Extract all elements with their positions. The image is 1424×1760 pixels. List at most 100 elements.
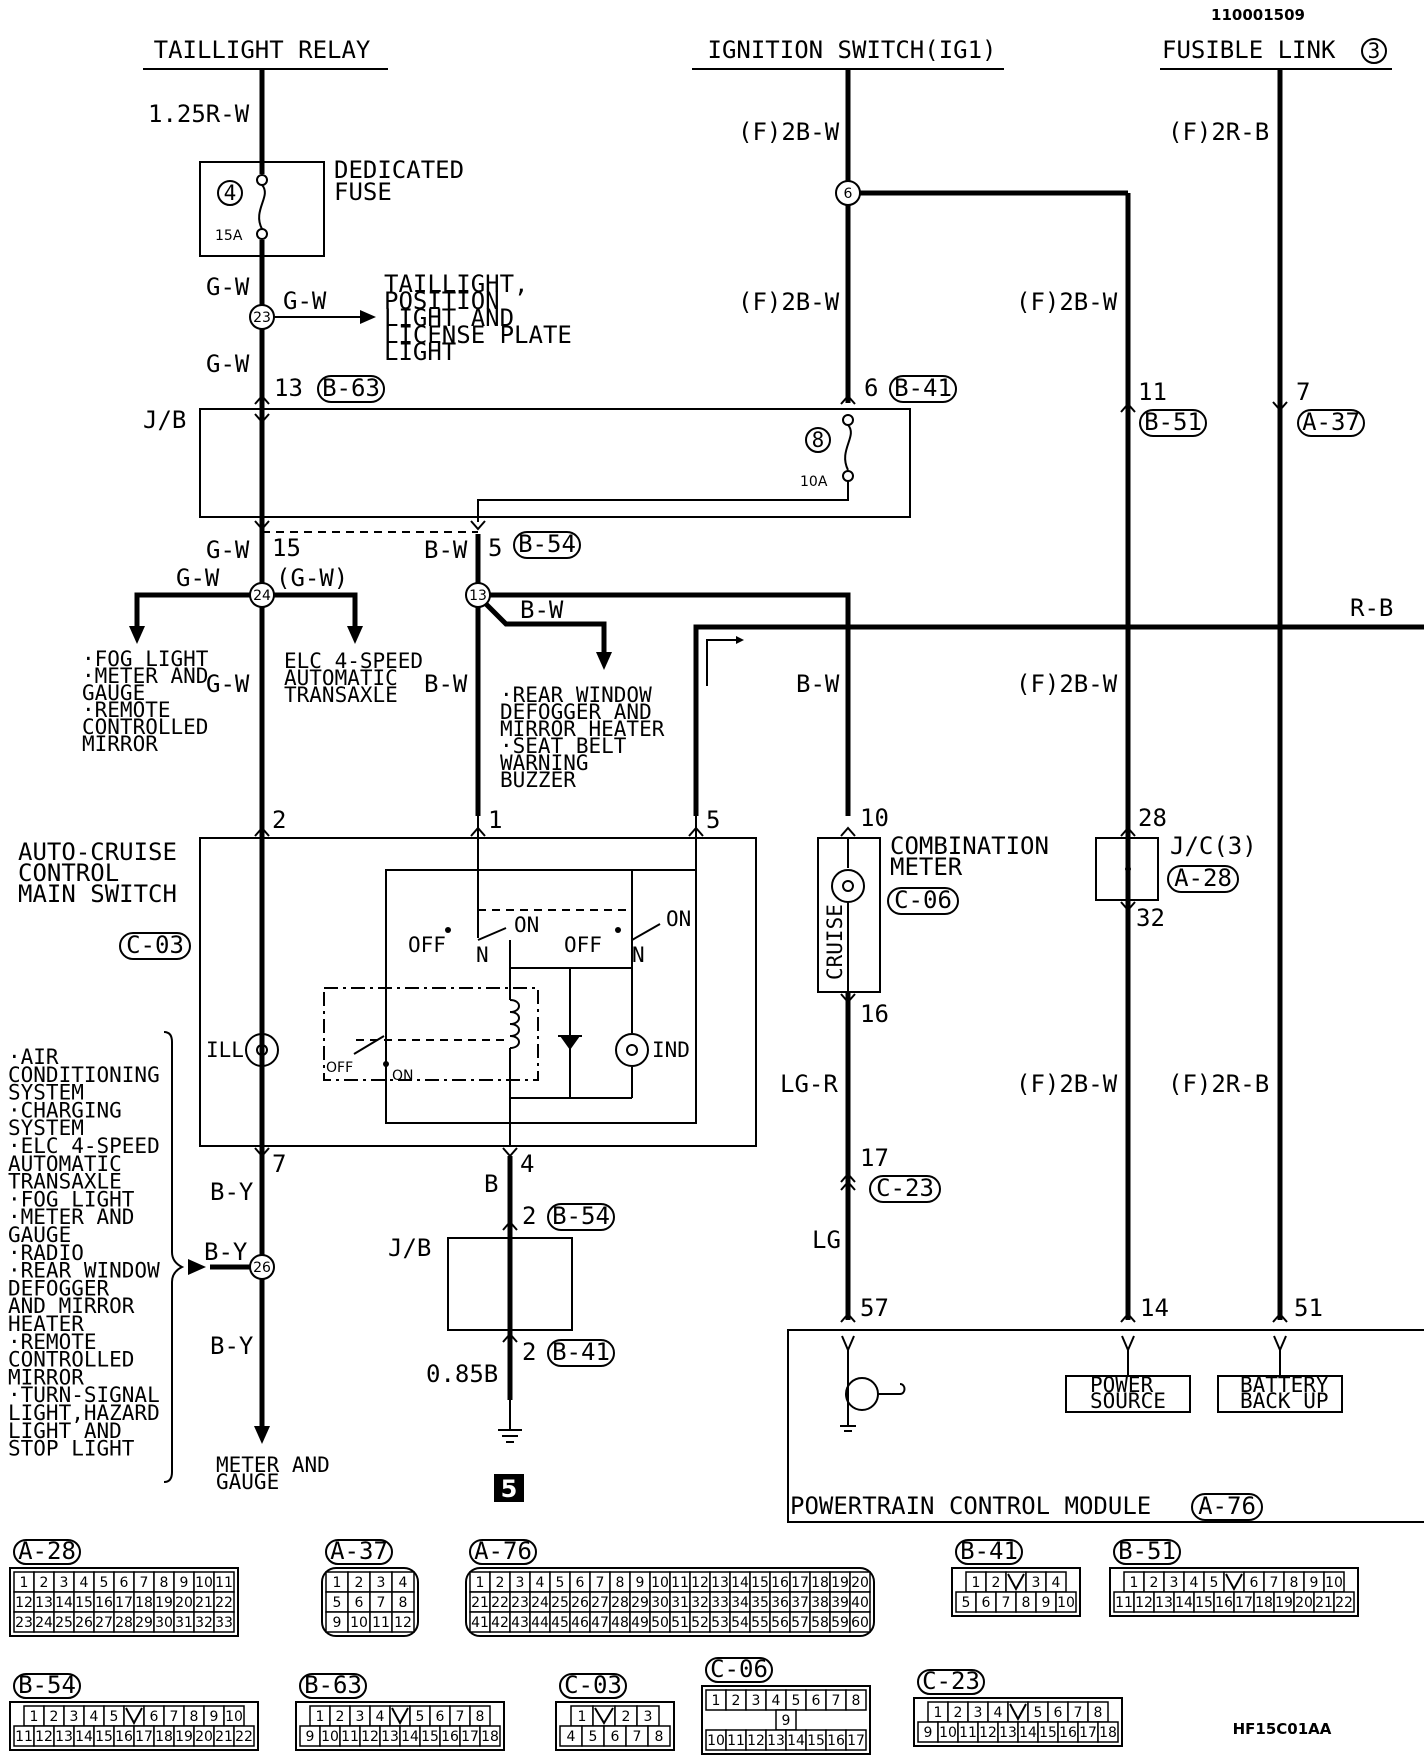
splice-23-label: 23 bbox=[253, 310, 271, 326]
svg-text:A-28: A-28 bbox=[1174, 864, 1232, 892]
connector-pin-number: 18 bbox=[811, 1575, 829, 1591]
connector-pin-number: 15 bbox=[751, 1575, 769, 1591]
connector-arrow-icon bbox=[840, 1180, 856, 1191]
connector-pin-number: 17 bbox=[847, 1733, 865, 1749]
connector-pin-number: 50 bbox=[651, 1615, 669, 1631]
connector-face-label: A-28 bbox=[18, 1537, 76, 1565]
connector-pin-number: 3 bbox=[752, 1693, 761, 1709]
connector-arrow-icon bbox=[254, 520, 270, 531]
jb-fuse-rating: 10A bbox=[800, 474, 828, 490]
jb-upper-label: J/B bbox=[143, 406, 186, 434]
connector-pin-number: 16 bbox=[1059, 1725, 1077, 1741]
connector-arrow-icon bbox=[254, 826, 270, 837]
connector-pin-number: 6 bbox=[436, 1709, 445, 1725]
arrow-right-icon bbox=[188, 1259, 206, 1275]
connector-pin-number: 13 bbox=[55, 1729, 73, 1745]
connector-pin-number: 55 bbox=[751, 1615, 769, 1631]
connector-pin-number: 10 bbox=[321, 1729, 339, 1745]
switch-contact-off bbox=[445, 927, 451, 933]
connector-pin-number: 33 bbox=[215, 1615, 233, 1631]
pcm-label: POWERTRAIN CONTROL MODULE bbox=[790, 1492, 1151, 1520]
connector-pin-number: 30 bbox=[155, 1615, 173, 1631]
connector-pin-number: 34 bbox=[731, 1595, 749, 1611]
connector-pin-number: 12 bbox=[691, 1575, 709, 1591]
connector-pin-number: 43 bbox=[511, 1615, 529, 1631]
connector-pin-number: 11 bbox=[1115, 1595, 1133, 1611]
connector-key-icon bbox=[1009, 1703, 1027, 1722]
connector-face-label: B-54 bbox=[18, 1671, 76, 1699]
pin-14: 14 bbox=[1140, 1294, 1169, 1322]
connector-tag-b63: B-63 bbox=[317, 374, 385, 403]
connector-arrow-icon bbox=[254, 394, 270, 405]
pin-16: 16 bbox=[860, 1000, 889, 1028]
connector-pin-number: 25 bbox=[551, 1595, 569, 1611]
connector-pin-number: 8 bbox=[1290, 1575, 1299, 1591]
arrow-down-icon bbox=[596, 652, 612, 670]
joint-connector-box bbox=[1095, 837, 1159, 901]
connector-pin-number: 8 bbox=[616, 1575, 625, 1591]
svg-text:C-03: C-03 bbox=[126, 931, 184, 959]
wire-label-085b: 0.85B bbox=[426, 1360, 498, 1388]
connector-face-label: B-51 bbox=[1118, 1537, 1176, 1565]
connector-pin-number: 23 bbox=[511, 1595, 529, 1611]
connector-pin-number: 5 bbox=[1034, 1705, 1043, 1721]
connector-pin-number: 8 bbox=[1094, 1705, 1103, 1721]
cruise-lamp-filament bbox=[842, 880, 854, 892]
connector-pin-number: 21 bbox=[1315, 1595, 1333, 1611]
connector-pin-number: 11 bbox=[959, 1725, 977, 1741]
connector-pin-number: 6 bbox=[1250, 1575, 1259, 1591]
connector-pin-number: 1 bbox=[934, 1705, 943, 1721]
continuation-mark bbox=[706, 639, 738, 686]
connector-pin-number: 7 bbox=[140, 1575, 149, 1591]
connector-pin-number: 5 bbox=[110, 1709, 119, 1725]
connector-pin-number: 9 bbox=[1042, 1595, 1051, 1611]
connector-pin-number: 41 bbox=[471, 1615, 489, 1631]
switch-n-label: N bbox=[476, 943, 489, 967]
connector-pin-number: 11 bbox=[727, 1733, 745, 1749]
connector-pin-number: 17 bbox=[135, 1729, 153, 1745]
connector-pin-number: 20 bbox=[851, 1575, 869, 1591]
connector-key-icon bbox=[125, 1707, 143, 1726]
connector-pin bbox=[1055, 1591, 1077, 1613]
connector-pin-number: 8 bbox=[190, 1709, 199, 1725]
ind-lamp-filament bbox=[626, 1044, 638, 1056]
wire-label-bw-1: B-W bbox=[424, 536, 468, 564]
wire-label-f2bw-3: (F)2B-W bbox=[1016, 288, 1118, 316]
connector-tag-b41-bottom: B-41 bbox=[547, 1338, 615, 1367]
connector-pin-number: 10 bbox=[1325, 1575, 1343, 1591]
connector-tag-a37: A-37 bbox=[1297, 408, 1365, 437]
connector-pin-number: 20 bbox=[195, 1729, 213, 1745]
connector-pin-number: 22 bbox=[215, 1595, 233, 1611]
connector-pin-number: 3 bbox=[1170, 1575, 1179, 1591]
relay-on-label: ON bbox=[392, 1068, 414, 1084]
connector-pin-number: 15 bbox=[95, 1729, 113, 1745]
connector-pin-number: 45 bbox=[551, 1615, 569, 1631]
connector-key-icon bbox=[1007, 1573, 1025, 1592]
connector-pin-number: 7 bbox=[170, 1709, 179, 1725]
connector-pin-number: 19 bbox=[175, 1729, 193, 1745]
connector-pin-number: 1 bbox=[316, 1709, 325, 1725]
connector-pin-number: 16 bbox=[771, 1575, 789, 1591]
wire-gw-right-branch bbox=[274, 592, 358, 628]
junction-block-upper bbox=[199, 408, 911, 518]
connector-pin-number: 27 bbox=[591, 1595, 609, 1611]
junction-block-lower bbox=[447, 1237, 573, 1331]
connector-pin-number: 16 bbox=[441, 1729, 459, 1745]
connector-pin-number: 16 bbox=[827, 1733, 845, 1749]
connector-pin-number: 1 bbox=[712, 1693, 721, 1709]
connector-pin-number: 14 bbox=[1019, 1725, 1037, 1741]
connector-pin-number: 3 bbox=[1032, 1575, 1041, 1591]
doc-number: 110001509 bbox=[1211, 6, 1305, 24]
pin-57: 57 bbox=[860, 1294, 889, 1322]
connector-pin-number: 4 bbox=[1052, 1575, 1061, 1591]
connector-pin-number: 3 bbox=[644, 1709, 653, 1725]
arrow-down-icon bbox=[129, 626, 145, 644]
pin-10: 10 bbox=[860, 804, 889, 832]
svg-text:B-54: B-54 bbox=[518, 530, 576, 558]
connector-pin-number: 13 bbox=[381, 1729, 399, 1745]
connector-pin-number: 3 bbox=[516, 1575, 525, 1591]
